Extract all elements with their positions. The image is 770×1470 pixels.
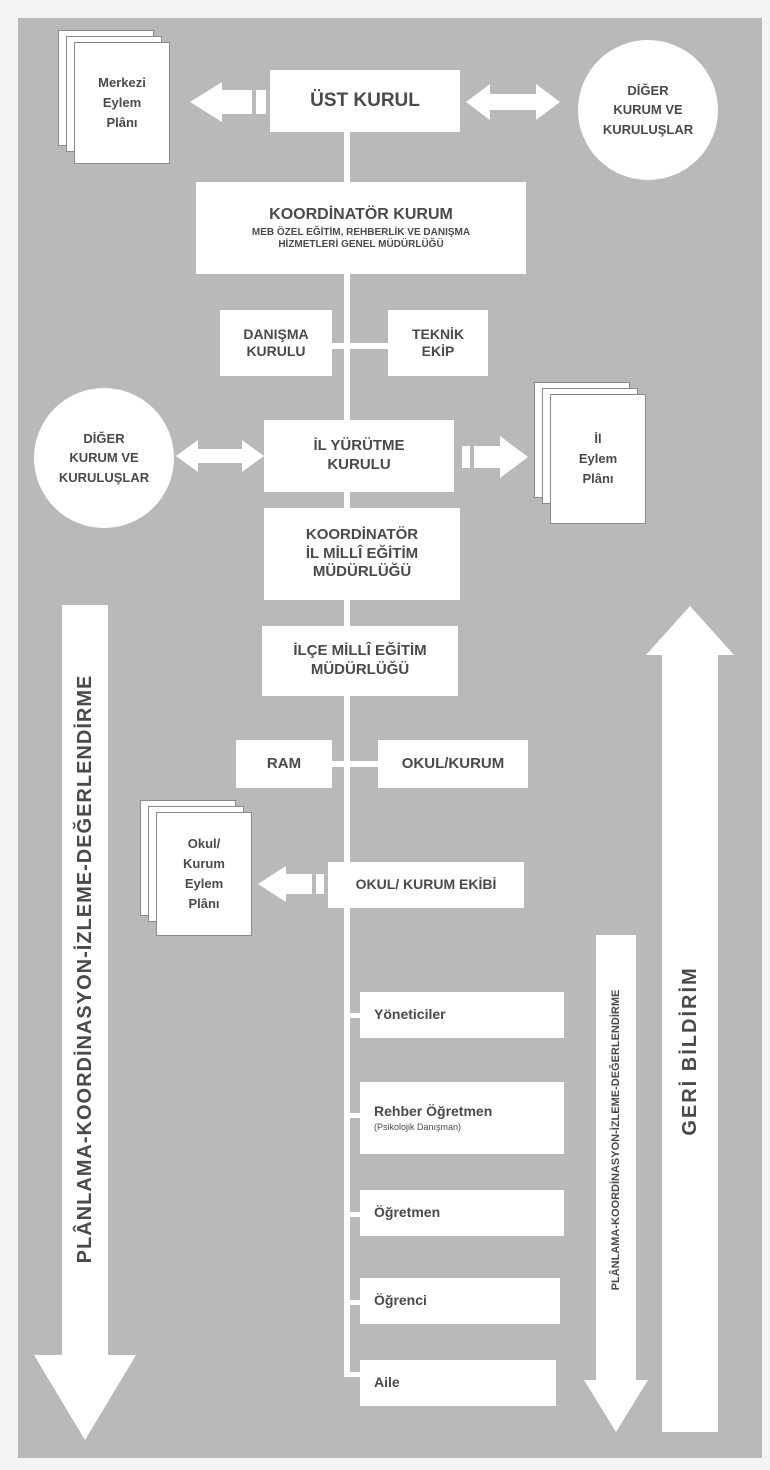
aile-label: Aile xyxy=(374,1374,400,1391)
il-yurutme-line1: İL YÜRÜTME xyxy=(313,437,405,455)
il-plan-line1: İl xyxy=(594,430,602,446)
diger-kurum-circle-mid: DİĞER KURUM VE KURULUŞLAR xyxy=(34,388,174,528)
ilce-box: İLÇE MİLLÎ EĞİTİM MÜDÜRLÜĞÜ xyxy=(262,626,458,696)
ogrenci-label: Öğrenci xyxy=(374,1292,427,1309)
aile-box: Aile xyxy=(360,1360,556,1406)
diger-kurum-top-line2: KURUM VE xyxy=(613,102,683,118)
okul-kurum-box: OKUL/KURUM xyxy=(378,740,528,788)
ilce-line2: MÜDÜRLÜĞÜ xyxy=(310,661,410,678)
ogretmen-label: Öğretmen xyxy=(374,1204,441,1221)
diger-kurum-top-line3: KURULUŞLAR xyxy=(602,121,694,137)
ram-label: RAM xyxy=(266,754,302,772)
diger-kurum-mid-line3: KURULUŞLAR xyxy=(58,469,150,485)
ram-okul-connector xyxy=(330,761,382,767)
il-plan-document-stack: İl Eylem Plânı xyxy=(534,382,674,552)
koordinator-il-line2: İL MİLLÎ EĞİTİM xyxy=(305,544,419,562)
merkezi-plan-document-stack: Merkezi Eylem Plânı xyxy=(58,30,198,200)
okul-plan-document-stack: Okul/ Kurum Eylem Plânı xyxy=(140,800,280,970)
rehber-box: Rehber Öğretmen (Psikolojik Danışman) xyxy=(360,1082,564,1154)
okul-plan-line4: Plânı xyxy=(188,896,220,912)
arrow-right-icon xyxy=(462,436,528,478)
ogretmen-box: Öğretmen xyxy=(360,1190,564,1236)
diger-kurum-mid-line2: KURUM VE xyxy=(69,450,139,466)
rehber-sub-label: (Psikolojik Danışman) xyxy=(374,1122,462,1133)
danisma-kurulu-line2: KURULU xyxy=(246,343,306,359)
double-arrow-icon xyxy=(466,84,560,120)
okul-plan-label: Okul/ Kurum Eylem Plânı xyxy=(156,812,252,936)
ust-kurul-label: ÜST KURUL xyxy=(310,90,420,112)
teknik-ekip-box: TEKNİK EKİP xyxy=(388,310,488,376)
koordinator-kurum-sub2: HİZMETLERİ GENEL MÜDÜRLÜĞÜ xyxy=(278,239,444,250)
koordinator-il-line3: MÜDÜRLÜĞÜ xyxy=(312,563,412,581)
danisma-kurulu-line1: DANIŞMA xyxy=(243,325,309,342)
ram-box: RAM xyxy=(236,740,332,788)
diger-kurum-top-line1: DİĞER xyxy=(627,82,669,98)
main-trunk-line xyxy=(344,130,350,1375)
merkezi-plan-line2: Eylem xyxy=(102,94,142,110)
yoneticiler-label: Yöneticiler xyxy=(374,1006,446,1023)
branch-aile xyxy=(344,1372,360,1377)
arrow-left-icon xyxy=(190,82,266,122)
koordinator-kurum-sub1: MEB ÖZEL EĞİTİM, REHBERLİK VE DANIŞMA xyxy=(251,226,471,238)
merkezi-plan-line1: Merkezi xyxy=(98,74,146,90)
il-plan-line3: Plânı xyxy=(582,471,614,487)
inner-vertical-label: PLÂNLAMA-KOORDİNASYON-İZLEME-DEĞERLENDİR… xyxy=(610,989,622,1291)
teknik-ekip-line2: EKİP xyxy=(421,343,455,359)
double-arrow-icon xyxy=(176,440,264,472)
okul-plan-line1: Okul/ xyxy=(187,835,221,851)
merkezi-plan-label: Merkezi Eylem Plânı xyxy=(74,42,170,164)
branch-rehber xyxy=(344,1113,360,1118)
ilce-line1: İLÇE MİLLÎ EĞİTİM xyxy=(293,642,427,660)
il-yurutme-line2: KURULU xyxy=(327,456,391,473)
right-vertical-label: GERİ BİLDİRİM xyxy=(679,966,701,1136)
merkezi-plan-line3: Plânı xyxy=(106,115,138,131)
yoneticiler-box: Yöneticiler xyxy=(360,992,564,1038)
branch-ogrenci xyxy=(344,1300,360,1305)
okul-ekibi-label: OKUL/ KURUM EKİBİ xyxy=(355,876,497,893)
branch-ogretmen xyxy=(344,1212,360,1217)
okul-kurum-label: OKUL/KURUM xyxy=(401,754,505,772)
koordinator-il-box: KOORDİNATÖR İL MİLLÎ EĞİTİM MÜDÜRLÜĞÜ xyxy=(264,508,460,600)
koordinator-il-line1: KOORDİNATÖR xyxy=(305,525,419,543)
diger-kurum-mid-line1: DİĞER xyxy=(83,430,125,446)
koordinator-kurum-title: KOORDİNATÖR KURUM xyxy=(269,205,453,223)
ogrenci-box: Öğrenci xyxy=(360,1278,560,1324)
left-vertical-label: PLÂNLAMA-KOORDİNASYON-İZLEME-DEĞERLENDİR… xyxy=(74,674,96,1264)
okul-plan-line3: Eylem xyxy=(184,876,224,891)
danisma-kurulu-box: DANIŞMA KURULU xyxy=(220,310,332,376)
arrow-left-icon xyxy=(258,866,324,902)
inner-down-arrow xyxy=(584,935,648,1432)
koordinator-kurum-box: KOORDİNATÖR KURUM MEB ÖZEL EĞİTİM, REHBE… xyxy=(196,182,526,274)
big-up-arrow-right xyxy=(646,606,734,1432)
rehber-label: Rehber Öğretmen xyxy=(374,1102,493,1119)
danisma-teknik-connector xyxy=(330,343,390,349)
ust-kurul-box: ÜST KURUL xyxy=(270,70,460,132)
il-plan-label: İl Eylem Plânı xyxy=(550,394,646,524)
il-plan-line2: Eylem xyxy=(578,450,618,466)
branch-yoneticiler xyxy=(344,1013,360,1018)
diger-kurum-circle-top: DİĞER KURUM VE KURULUŞLAR xyxy=(578,40,718,180)
okul-ekibi-box: OKUL/ KURUM EKİBİ xyxy=(328,862,524,908)
big-down-arrow-left xyxy=(34,605,136,1440)
teknik-ekip-line1: TEKNİK xyxy=(411,325,465,342)
il-yurutme-box: İL YÜRÜTME KURULU xyxy=(264,420,454,492)
okul-plan-line2: Kurum xyxy=(183,855,225,871)
